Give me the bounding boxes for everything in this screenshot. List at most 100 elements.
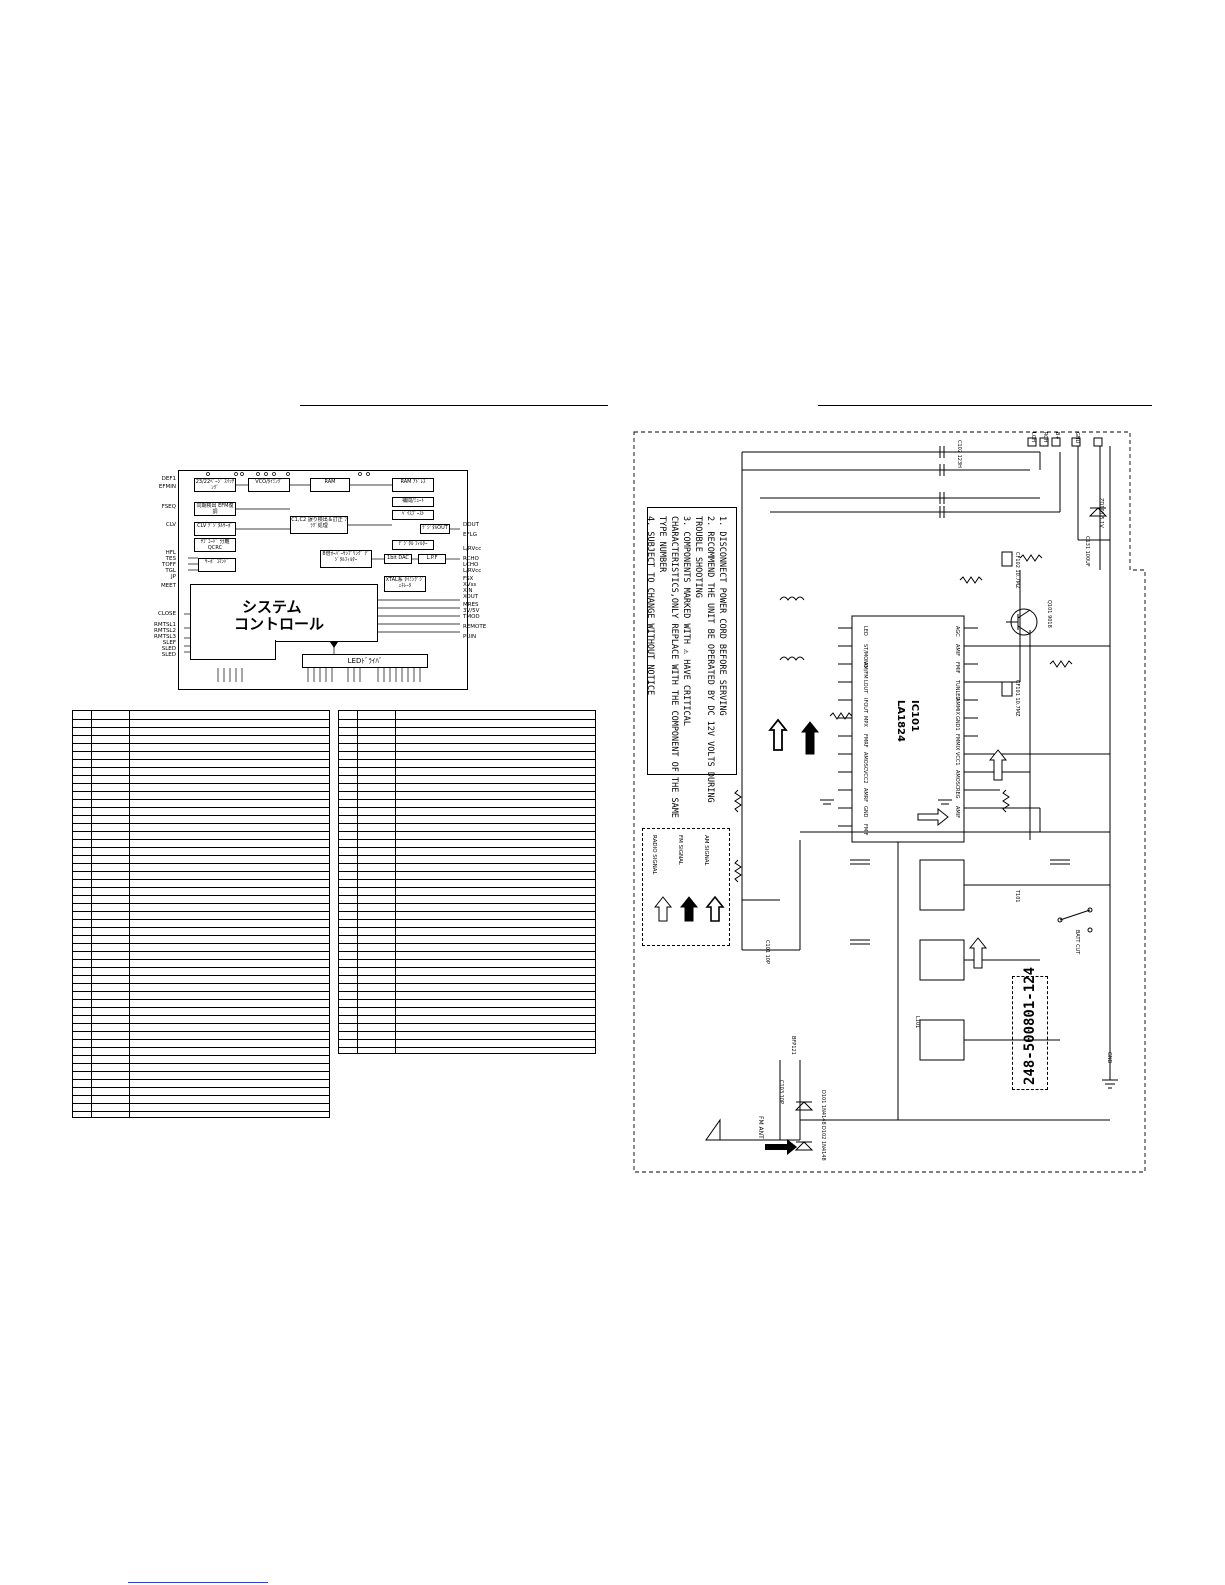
component-label-cf102: CF102 10.7MZ (1014, 552, 1020, 589)
pin-label-right: DOUT (463, 522, 479, 528)
component-label-c131: C131 100UF (1084, 536, 1090, 567)
table-row (339, 1039, 595, 1040)
block-digital-out: ﾃﾞｼﾞﾀﾙOUT (420, 524, 450, 534)
table-row (339, 759, 595, 760)
table-row (73, 855, 329, 856)
table-row (73, 935, 329, 936)
table-column-divider (129, 711, 130, 1117)
table-row (73, 807, 329, 808)
block-1bit-dac: 1bit DAC (384, 554, 412, 564)
table-row (339, 943, 595, 944)
component-label-d101: D101 1N4148 (820, 1090, 826, 1125)
table-row (73, 1111, 329, 1112)
block-ram: RAM (310, 478, 350, 492)
system-control-label-2: コントロール (234, 615, 325, 633)
ic-pin-name: REG (954, 788, 960, 799)
component-label-bfp121: BFP121 (790, 1036, 796, 1055)
table-column-divider (91, 711, 92, 1117)
table-column-divider (357, 711, 358, 1053)
component-label-gnd-top: GND (1074, 432, 1080, 444)
pin-label-right: MRES (463, 602, 479, 608)
table-row (73, 1015, 329, 1016)
component-label-q101: Q101 9018 (1046, 600, 1052, 628)
table-row (73, 775, 329, 776)
table-row (73, 1031, 329, 1032)
pin-label-left: TOFF (161, 562, 176, 568)
table-row (73, 735, 329, 736)
pin-label-right: XVss (463, 582, 477, 588)
table-row (73, 767, 329, 768)
pin-label-right: RCHO (463, 556, 479, 562)
block-oversampling: 8倍ｵｰﾊﾞｰｻﾝﾌﾟﾘﾝｸﾞ ﾃﾞｼﾞﾀﾙﾌｨﾙﾀｰ (320, 550, 372, 568)
table-row (339, 967, 595, 968)
part-number-text: 248-500801-124 (1022, 966, 1038, 1085)
table-row (339, 983, 595, 984)
system-control-block (190, 584, 378, 642)
block-digital-filter: ﾃﾞｼﾞﾀﾙ ﾌｨﾙﾀｰ (392, 540, 434, 550)
ic-pin-name: AGC (954, 626, 960, 637)
table-row (73, 1023, 329, 1024)
table-row (339, 727, 595, 728)
table-row (73, 1007, 329, 1008)
ic-pin-name: GND (862, 806, 868, 818)
table-row (73, 1103, 329, 1104)
block-page-switching: 23/22ﾍﾟｰｼﾞ ｽｲｯﾁﾝｸﾞ (194, 478, 236, 492)
part-number-box: 248-500801-124 (1012, 967, 1048, 1090)
table-row (339, 959, 595, 960)
table-row (73, 1055, 329, 1056)
table-row (73, 927, 329, 928)
ic-pin-name: FMIF (954, 662, 960, 674)
table-row (73, 847, 329, 848)
block-bass-boost: ﾍﾞｲｽﾌﾞｰｽﾄ (392, 510, 434, 520)
pin-label-left: CLV (165, 522, 176, 528)
schematic-wiring (705, 437, 1118, 1155)
ic-pin-name: AM/FM (862, 662, 868, 679)
table-row (339, 991, 595, 992)
table-row (339, 751, 595, 752)
table-row (339, 719, 595, 720)
table-row (339, 999, 595, 1000)
table-row (73, 743, 329, 744)
pin-label-left: TES (165, 556, 176, 562)
pin-label-right: REMOTE (463, 624, 487, 630)
table-row (339, 1047, 595, 1048)
table-row (73, 863, 329, 864)
table-row (73, 1087, 329, 1088)
table-row (339, 1031, 595, 1032)
table-row (73, 727, 329, 728)
table-row (339, 743, 595, 744)
left-header-rule (300, 405, 608, 406)
table-row (73, 959, 329, 960)
table-row (73, 975, 329, 976)
table-row (73, 823, 329, 824)
system-control-label-1: システム (242, 598, 302, 616)
table-row (339, 919, 595, 920)
right-header-rule (818, 405, 1152, 406)
pin-label-left: CLOSE (157, 611, 176, 617)
ic101-part-label: LA1824 (895, 700, 906, 742)
pin-label-left: SLEF (162, 640, 176, 646)
table-row (73, 991, 329, 992)
diagram-wiring (184, 472, 460, 682)
block-led-driver: LEDﾄﾞﾗｲﾊﾞ (302, 654, 428, 668)
component-label-l101: L101 (914, 1016, 920, 1029)
table-row (73, 783, 329, 784)
table-row (73, 879, 329, 880)
block-clv-servo: CLV ﾃﾞｼﾞﾀﾙｻｰﾎﾞ (194, 522, 236, 536)
table-row (339, 1023, 595, 1024)
table-row (73, 1071, 329, 1072)
component-label-d102: D102 1N4148 (820, 1126, 826, 1161)
pin-label-right: EFLG (463, 532, 477, 538)
table-row (73, 919, 329, 920)
pin-label-right: XOUT (463, 594, 479, 600)
pin-label-right: PUIN (463, 634, 477, 640)
table-row (339, 735, 595, 736)
ic-pin-name: IFOUT (862, 698, 868, 713)
pin-label-left: SLED (161, 652, 176, 658)
table-row (73, 831, 329, 832)
pin-label-left: HFL (165, 550, 176, 556)
component-label-c103: C103 10P (778, 1080, 784, 1105)
table-row (73, 719, 329, 720)
block-xtal-timing: XTAL系 ﾀｲﾐﾝｸﾞｼﾞｪﾈﾚｰﾀ (384, 576, 426, 592)
component-label-t101: T101 (1014, 890, 1020, 903)
